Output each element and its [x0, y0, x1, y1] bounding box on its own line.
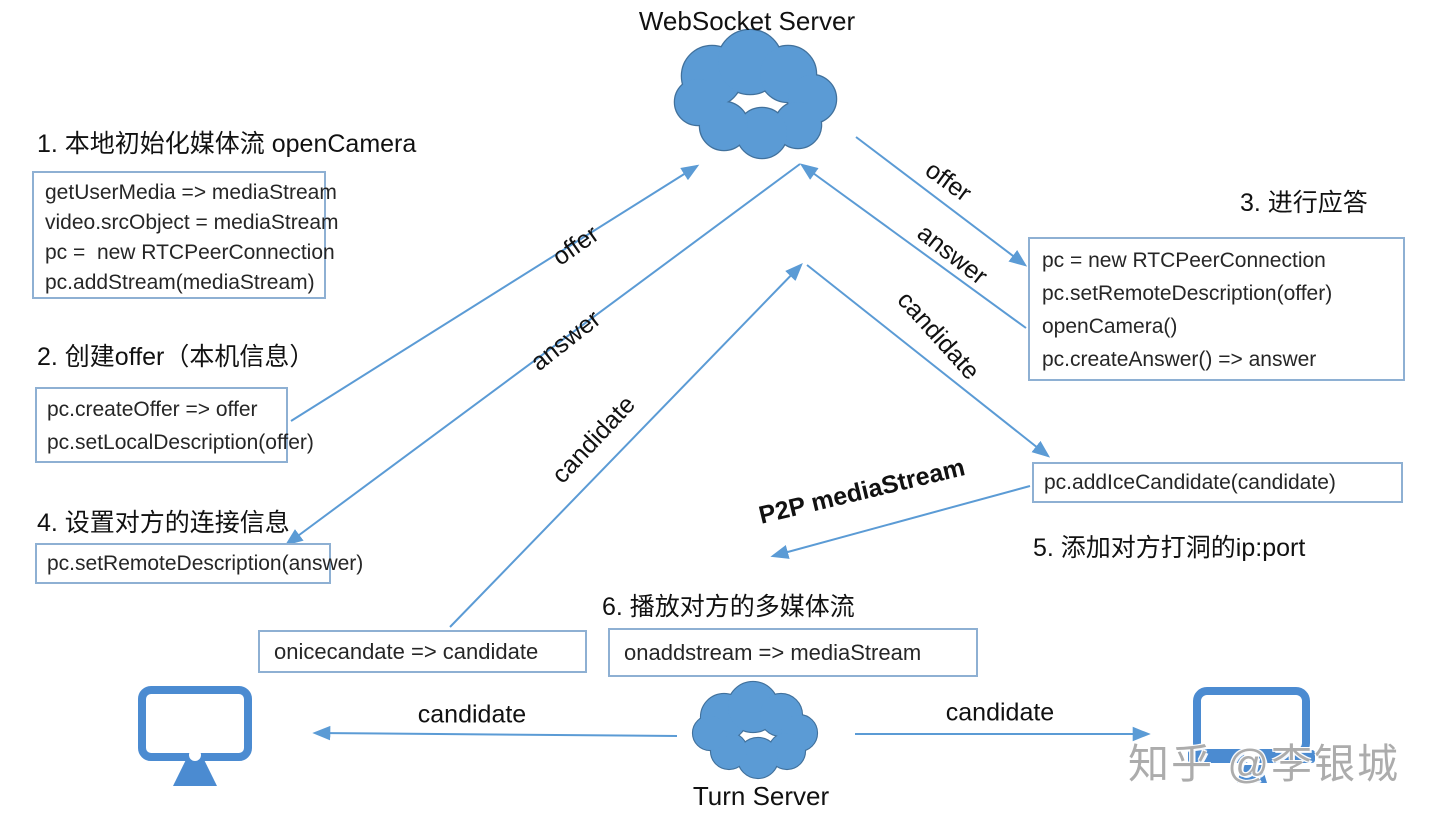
onicecandidate-box: onicecandate => candidate: [258, 630, 587, 673]
edge-label-candidate-bottom-left: candidate: [417, 700, 527, 729]
create-offer-box: pc.createOffer => offer pc.setLocalDescr…: [35, 387, 314, 463]
code-line: pc.createOffer => offer: [47, 398, 258, 421]
left-peer-monitor-icon: [138, 686, 252, 788]
monitor-camera-dot: [1244, 749, 1259, 764]
monitor-screen: [1193, 687, 1310, 757]
arrow-candidate-to-websocket-left: [449, 263, 803, 628]
step-4-label: 4. 设置对方的连接信息: [37, 509, 290, 537]
arrow-offer-to-callee: [855, 136, 1028, 267]
code-line: openCamera(): [1042, 315, 1178, 338]
code-line: pc = new RTCPeerConnection: [45, 241, 335, 264]
monitor-camera-dot: [189, 749, 201, 761]
code-line: pc.createAnswer() => answer: [1042, 348, 1317, 371]
monitor-stand: [1237, 765, 1267, 783]
local-init-box: getUserMedia => mediaStream video.srcObj…: [32, 171, 339, 299]
code-line: onicecandate => candidate: [274, 639, 539, 664]
step-1-label: 1. 本地初始化媒体流 openCamera: [37, 130, 417, 158]
turn-cloud-icon: [691, 680, 819, 780]
answer-peer-box: pc = new RTCPeerConnection pc.setRemoteD…: [1028, 237, 1405, 381]
arrow-candidate-turn-to-left-peer: [312, 725, 678, 741]
step-3-label: 3. 进行应答: [1240, 189, 1368, 217]
onaddstream-box: onaddstream => mediaStream: [608, 628, 978, 677]
monitor-stand: [173, 761, 217, 786]
step-6-label: 6. 播放对方的多媒体流: [602, 593, 855, 621]
step-5-label: 5. 添加对方打洞的ip:port: [1033, 534, 1306, 562]
code-line: pc.setLocalDescription(offer): [47, 431, 314, 454]
websocket-server-title: WebSocket Server: [638, 6, 856, 36]
code-line: pc.addIceCandidate(candidate): [1044, 471, 1336, 494]
edge-label-candidate-bottom-right: candidate: [945, 698, 1055, 727]
arrow-answer-to-caller: [284, 163, 801, 546]
set-remote-box: pc.setRemoteDescription(answer): [35, 543, 364, 584]
arrow-p2p-mediastream: [770, 485, 1031, 559]
arrow-offer-to-websocket: [290, 164, 700, 422]
code-line: getUserMedia => mediaStream: [45, 181, 337, 204]
turn-server-title: Turn Server: [692, 781, 830, 811]
code-line: onaddstream => mediaStream: [624, 640, 922, 665]
arrow-candidate-to-callee: [806, 264, 1051, 458]
code-line: pc = new RTCPeerConnection: [1042, 249, 1326, 272]
step-2-label: 2. 创建offer（本机信息）: [37, 343, 315, 371]
right-peer-monitor-icon: [1188, 687, 1315, 787]
code-line: pc.setRemoteDescription(answer): [47, 552, 364, 575]
code-line: pc.addStream(mediaStream): [45, 271, 315, 294]
arrow-answer-to-websocket-right: [799, 163, 1027, 329]
watermark-text: 知乎 @李银城: [1128, 741, 1401, 787]
code-line: pc.setRemoteDescription(offer): [1042, 282, 1333, 305]
add-ice-candidate-box: pc.addIceCandidate(candidate): [1032, 462, 1403, 503]
websocket-cloud-icon: [673, 28, 838, 160]
code-line: video.srcObject = mediaStream: [45, 211, 339, 234]
